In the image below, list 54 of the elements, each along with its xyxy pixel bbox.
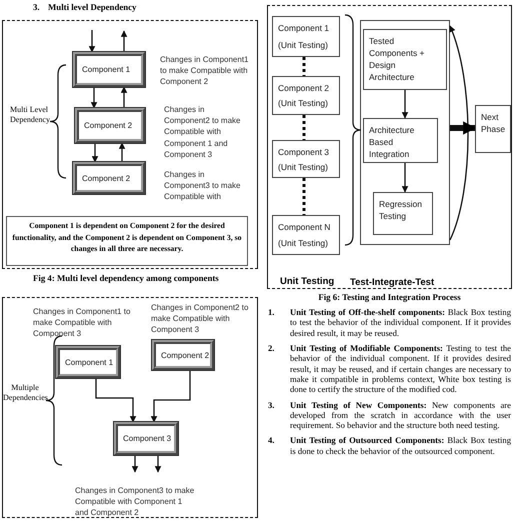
process-box: Tested Components + Design Architecture bbox=[363, 29, 447, 90]
node-caption: Changes in Component1 to make Compatible with Component 2 bbox=[160, 54, 250, 88]
process-box: Component N (Unit Testing) bbox=[272, 215, 340, 255]
dotted-connector bbox=[302, 178, 306, 215]
node-caption: Changes in Component3 to make Compatible with Component 1 and Component 2 bbox=[75, 485, 195, 519]
process-box: Architecture Based Integration bbox=[363, 118, 438, 163]
component-box: Component 1 bbox=[73, 52, 145, 87]
component-box: Component 2 bbox=[73, 162, 145, 194]
arrow bbox=[118, 142, 126, 162]
dotted-connector bbox=[302, 115, 306, 140]
process-box: Next Phase bbox=[475, 105, 511, 153]
node-caption: Changes in Component3 to make Compatible with bbox=[164, 169, 242, 203]
arrow bbox=[450, 121, 476, 135]
brace-label: Multi Level Dependency bbox=[10, 105, 48, 126]
arrow bbox=[154, 455, 162, 473]
component-box: Component 2 bbox=[75, 108, 145, 143]
arrow bbox=[402, 163, 408, 193]
component-box: Component 3 bbox=[114, 422, 178, 455]
arrow bbox=[449, 25, 469, 240]
list-number: 1. bbox=[268, 307, 276, 319]
list-item-text: Unit Testing of Outsourced Components: Black Box testing is done to check the behavior of the outsourced component. bbox=[290, 435, 511, 456]
column-label: Test-Integrate-Test bbox=[350, 277, 434, 288]
node-caption: Changes in Component2 to make Compatible with Component 1 and Component 3 bbox=[164, 104, 242, 160]
component-box: Component 2 bbox=[152, 340, 214, 370]
arrow bbox=[90, 87, 98, 109]
component-box: Component 1 bbox=[56, 346, 120, 378]
arrow bbox=[120, 30, 128, 52]
process-box: Regression Testing bbox=[373, 192, 433, 235]
figure-caption: Fig 6: Testing and Integration Process bbox=[317, 292, 462, 302]
container-box bbox=[360, 20, 450, 245]
process-box: Component 1 (Unit Testing) bbox=[272, 16, 340, 57]
list-number: 2. bbox=[268, 342, 276, 355]
list-item-text: Unit Testing of Off-the-shelf components: Black Box testing to test the behavior of the individual component. If it provides desired result, it may be reused. bbox=[290, 307, 511, 338]
list-item-text: Unit Testing of New Components: New components are developed from the scratch in accordance with the user requirement. So behavior and the structure both need testing. bbox=[290, 400, 511, 430]
arrow bbox=[132, 455, 138, 473]
arrow bbox=[92, 143, 98, 163]
list-item-text: Unit Testing of Modifiable Components: Testing to test the behavior of the individual component. If it provides desired result, it may be reused, and if certain changes are necessary to make it compatible in problems context, White box testing is done to certify the structure of the modified cod. bbox=[290, 342, 511, 394]
arrow bbox=[150, 370, 191, 423]
process-box: Component 2 (Unit Testing) bbox=[272, 76, 340, 115]
section-number: 3. bbox=[33, 2, 41, 12]
column-label: Unit Testing bbox=[280, 276, 334, 287]
node-caption: Changes in Component2 to make Compatible with Component 3 bbox=[151, 302, 249, 336]
figure-caption: Fig 4: Multi level dependency among components bbox=[33, 273, 219, 283]
list-number: 3. bbox=[268, 400, 276, 412]
arrow bbox=[95, 378, 136, 423]
list-number: 4. bbox=[268, 435, 276, 448]
arrow bbox=[120, 86, 128, 108]
dotted-connector bbox=[302, 57, 306, 76]
brace-label: Multiple Dependencies bbox=[3, 383, 47, 404]
arrow bbox=[88, 30, 96, 53]
node-caption: Changes in Component1 to make Compatible with Component 3 bbox=[33, 306, 132, 340]
arrow bbox=[402, 90, 408, 119]
section-heading: Multi level Dependency bbox=[48, 2, 136, 12]
process-box: Component 3 (Unit Testing) bbox=[272, 140, 340, 178]
